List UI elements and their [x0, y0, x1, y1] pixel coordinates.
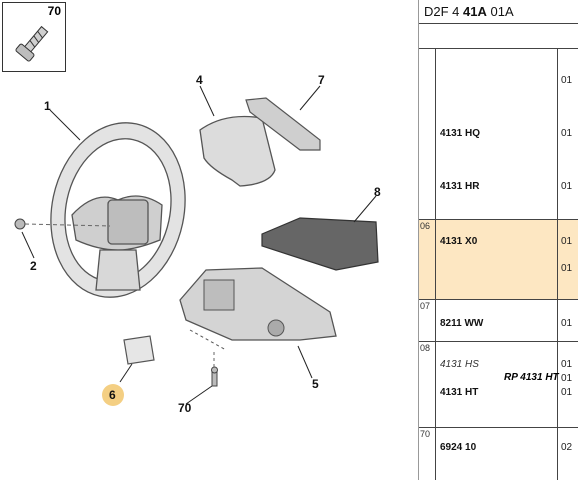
parts-row[interactable]: 07 8211 WW 01	[419, 300, 578, 342]
parts-row[interactable]: 4131 HQ 4131 HR 01 01 01	[419, 48, 578, 220]
part-code[interactable]: 8211 WW	[440, 318, 484, 329]
screw-part-70[interactable]	[211, 352, 218, 387]
lock-ring	[267, 319, 285, 337]
column-cover-part-4[interactable]	[199, 115, 276, 187]
quantity: 02	[561, 442, 573, 453]
parts-row[interactable]: 08 4131 HS RP 4131 HT 4131 HT 01 01 01	[419, 342, 578, 428]
inset-number: 70	[47, 4, 61, 18]
quantity: 01	[561, 318, 573, 329]
parts-row-selected[interactable]: 06 4131 X0 01 01	[419, 220, 578, 300]
module-part-8[interactable]	[261, 217, 379, 271]
quantity: 01	[561, 128, 573, 139]
trim-strip-part-7[interactable]	[245, 97, 321, 151]
header-strip	[419, 24, 578, 49]
callout-7[interactable]: 7	[318, 73, 325, 87]
part-code[interactable]: 4131 HQ	[440, 128, 481, 139]
ref-suffix: 01A	[490, 4, 514, 19]
row-index: 06	[420, 221, 431, 231]
part-reference-header: D2F 4 41A 01A	[419, 0, 578, 24]
callout-5[interactable]: 5	[312, 377, 319, 391]
callout-8[interactable]: 8	[374, 185, 381, 199]
steering-wheel-part[interactable]	[35, 110, 201, 310]
replacement-note: RP 4131 HT	[504, 372, 559, 383]
row-index: 08	[420, 343, 431, 353]
callout-6[interactable]: 6	[109, 388, 116, 402]
quantity: 01	[561, 359, 573, 370]
quantity: 01	[561, 181, 573, 192]
parts-row[interactable]: 70 6924 10 02	[419, 428, 578, 480]
exploded-parts-diagram: 1 2 4 5 6 7 8 70 70	[0, 0, 419, 480]
part-code[interactable]: 4131 X0	[440, 236, 478, 247]
screw-part-2[interactable]	[14, 218, 111, 230]
callout-70[interactable]: 70	[178, 401, 192, 415]
quantity: 01	[561, 75, 573, 86]
quantity: 01	[561, 373, 573, 384]
callout-1[interactable]: 1	[44, 99, 51, 113]
clip-part-6[interactable]	[123, 335, 155, 365]
quantity: 01	[561, 387, 573, 398]
lower-shroud-part-5[interactable]	[179, 267, 337, 341]
quantity: 01	[561, 263, 573, 274]
callout-4[interactable]: 4	[196, 73, 203, 87]
row-index: 70	[420, 429, 431, 439]
parts-list-panel: D2F 4 41A 01A 4131 HQ 4131 HR 01 01 01 0…	[419, 0, 578, 480]
part-code[interactable]: 6924 10	[440, 442, 477, 453]
screw-inset-box: 70	[2, 2, 66, 72]
callout-6-highlight	[102, 384, 124, 406]
part-code[interactable]: 4131 HR	[440, 181, 480, 192]
diagram-drawing: 1 2 4 5 6 7 8 70	[14, 73, 381, 415]
screw-icon	[15, 25, 49, 62]
part-code[interactable]: 4131 HT	[440, 387, 479, 398]
ref-prefix: D2F 4	[424, 4, 460, 19]
callout-2[interactable]: 2	[30, 259, 37, 273]
row-index: 07	[420, 301, 431, 311]
part-code[interactable]: 4131 HS	[440, 359, 479, 370]
quantity: 01	[561, 236, 573, 247]
switch-block	[203, 279, 235, 311]
ref-bold: 41A	[463, 4, 487, 19]
